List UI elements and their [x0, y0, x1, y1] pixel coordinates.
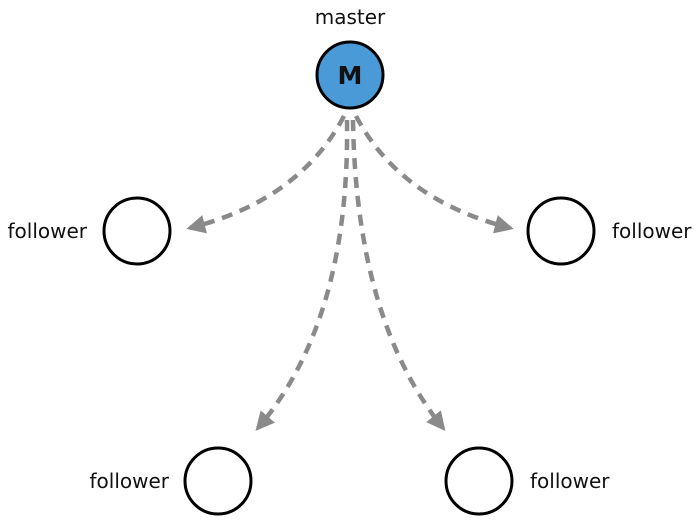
- master-label: master: [315, 5, 386, 29]
- edges: [186, 114, 514, 431]
- edge-master-to-follower-bottom-right: [350, 119, 446, 431]
- master-node: master M: [315, 5, 386, 110]
- master-letter: M: [338, 61, 363, 90]
- follower-circle-bottom-right: [444, 446, 514, 516]
- follower-label-right: follower: [612, 219, 692, 243]
- edge-master-to-follower-right: [354, 114, 514, 234]
- follower-node-left: follower: [7, 196, 172, 266]
- edge-master-to-follower-bottom-left: [255, 119, 350, 431]
- follower-node-bottom-right: follower: [444, 446, 610, 516]
- follower-circle-bottom-left: [183, 446, 253, 516]
- follower-circle-right: [526, 196, 596, 266]
- follower-circle-left: [102, 196, 172, 266]
- follower-node-right: follower: [526, 196, 692, 266]
- follower-node-bottom-left: follower: [89, 446, 253, 516]
- follower-label-left: follower: [7, 219, 87, 243]
- follower-label-bottom-left: follower: [89, 469, 169, 493]
- master-circle: [315, 40, 385, 110]
- edge-master-to-follower-left: [186, 114, 346, 234]
- follower-label-bottom-right: follower: [530, 469, 610, 493]
